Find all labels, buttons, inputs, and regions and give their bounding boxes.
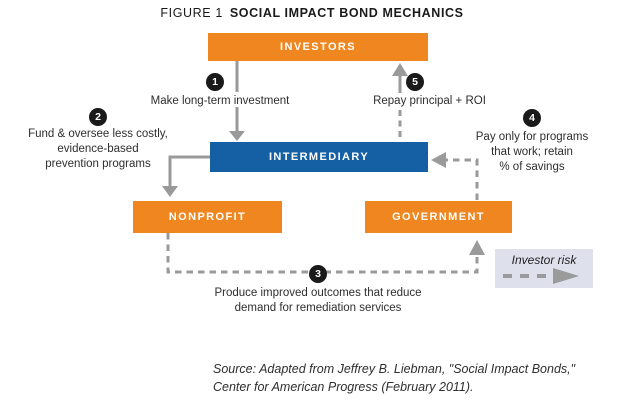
step-badge-3: 3 [309, 265, 327, 283]
figure-title-text: SOCIAL IMPACT BOND MECHANICS [229, 6, 464, 20]
investor-risk-legend: Investor risk [495, 249, 593, 288]
investor-risk-arrowhead [553, 268, 579, 284]
step2-line-2: evidence-based [57, 143, 139, 155]
step4-label: Pay only for programs that work; retain … [457, 130, 607, 175]
arrowhead-up-to-investors [392, 63, 408, 76]
node-investors-label: INVESTORS [280, 41, 356, 53]
node-nonprofit: NONPROFIT [133, 201, 282, 233]
step-badge-1: 1 [206, 73, 224, 91]
step2-label: Fund & oversee less costly, evidence-bas… [8, 127, 188, 172]
step-badge-5: 5 [406, 73, 424, 91]
arrowhead-left-to-intermediary [431, 152, 446, 168]
step2-line-3: prevention programs [45, 158, 151, 170]
figure-number: FIGURE 1 [160, 6, 223, 20]
investor-risk-label: Investor risk [511, 253, 577, 267]
arrowhead-down-to-nonprofit [162, 186, 178, 197]
step2-line-1: Fund & oversee less costly, [28, 128, 168, 140]
node-nonprofit-label: NONPROFIT [168, 211, 247, 223]
node-investors: INVESTORS [208, 33, 428, 61]
node-government-label: GOVERNMENT [392, 211, 485, 223]
step5-label: Repay principal + ROI [373, 95, 486, 107]
step4-line-3: % of savings [499, 161, 565, 173]
source-line-1: Source: Adapted from Jeffrey B. Liebman,… [213, 362, 576, 376]
step3-label: Produce improved outcomes that reduce de… [183, 286, 453, 316]
step1-label: Make long-term investment [150, 95, 290, 107]
step-badge-4: 4 [523, 109, 541, 127]
source-citation: Source: Adapted from Jeffrey B. Liebman,… [213, 360, 613, 396]
source-line-2: Center for American Progress (February 2… [213, 380, 474, 394]
node-government: GOVERNMENT [365, 201, 512, 233]
node-intermediary-label: INTERMEDIARY [268, 151, 370, 163]
step3-line-1: Produce improved outcomes that reduce [214, 287, 422, 299]
investor-risk-arrow-icon [503, 268, 579, 284]
step4-line-1: Pay only for programs [475, 131, 589, 143]
step-badge-2: 2 [89, 108, 107, 126]
figure-title: FIGURE 1 SOCIAL IMPACT BOND MECHANICS [0, 6, 624, 20]
arrowhead-down-to-intermediary [229, 131, 245, 141]
step4-line-2: that work; retain [491, 146, 573, 158]
arrowhead-up-to-government [469, 240, 485, 255]
step3-line-2: demand for remediation services [234, 302, 402, 314]
node-intermediary: INTERMEDIARY [210, 142, 428, 172]
